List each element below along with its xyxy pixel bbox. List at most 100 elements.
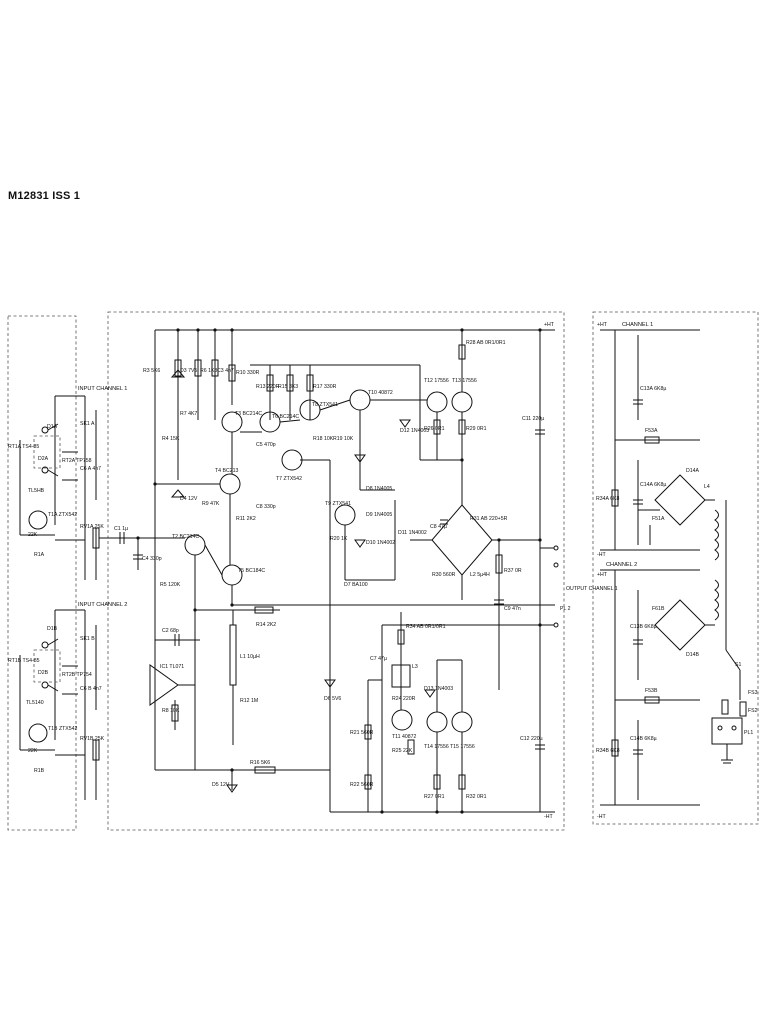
input-ch1-heading: INPUT CHANNEL 1	[78, 386, 127, 392]
label-d7: D7 BA100	[344, 582, 368, 588]
label-t10: T10 40872	[368, 390, 393, 396]
psu-rail-pos-1: +HT	[597, 322, 608, 328]
transistor-t11	[391, 709, 413, 731]
label-pl2: PL 2	[560, 606, 571, 612]
label-r6: R6 1K8	[200, 368, 217, 374]
transistor-t12	[426, 391, 448, 413]
input-ch1-capacitor: C6 A 4n7	[80, 466, 101, 472]
label-rt1b: RT1B TS4-85	[8, 658, 40, 664]
led-d1b	[41, 641, 49, 649]
label-s1: S1	[735, 662, 741, 668]
label-fs3: FS3	[748, 690, 758, 696]
transistor-t4	[219, 473, 241, 495]
label-t15: T15 17556	[450, 744, 475, 750]
label-f51a: F51A	[652, 516, 665, 522]
label-c14b: C14B 6K8µ	[630, 736, 657, 742]
label-r13: R13 220R	[256, 384, 280, 390]
label-d12: D12 1N4003	[400, 428, 429, 434]
label-r28ab: R28 AB 0R1/0R1	[466, 340, 506, 346]
label-c1: C1 1µ	[114, 526, 128, 532]
amplifier-wiring	[108, 329, 559, 813]
label-output-channel: OUTPUT CHANNEL 1	[566, 586, 618, 592]
label-t11: T11 40872	[392, 734, 417, 740]
label-r19: R19 10K	[333, 436, 354, 442]
label-r34ab: R34 AB 0R1/0R1	[406, 624, 446, 630]
label-f53b: F53B	[645, 688, 658, 694]
label-c12: C12 220µ	[520, 736, 543, 742]
label-t9: T9 ZTX541	[325, 501, 351, 507]
label-d3: D3 7V5	[180, 368, 197, 374]
label-d14b: D14B	[686, 652, 700, 658]
label-rt1a: RT1A TS4-85	[8, 444, 39, 450]
label-t2: T2 BC214C	[172, 534, 199, 540]
transformer-l4-primary	[714, 509, 719, 561]
label-c13a: C13A 6K8µ	[640, 386, 666, 392]
input-ch2-socket: SK1 B	[80, 636, 95, 642]
label-r17: R17 330R	[313, 384, 337, 390]
inductor-l1	[229, 624, 237, 686]
input-section	[19, 395, 140, 800]
label-c8-amp: C8 330p	[256, 504, 276, 510]
label-c8: C8 47µ	[430, 524, 447, 530]
label-d8: D8 1N4005	[366, 486, 392, 492]
label-t12: T12 17556	[424, 378, 449, 384]
bridge-d14a	[654, 474, 706, 526]
label-t8: T8 ZTX541	[312, 402, 338, 408]
transistor-t14	[426, 711, 448, 733]
psu-rail-neg-1: -HT	[597, 552, 606, 558]
label-t1a: T1A ZTX542	[48, 512, 77, 518]
label-c4: C4 330p	[142, 556, 162, 562]
label-l4: L4	[704, 484, 710, 490]
label-t1b: T1B ZTX542	[48, 726, 78, 732]
label-c14a: C14A 6K8µ	[640, 482, 666, 488]
label-r1b: R1B	[34, 768, 45, 774]
label-r24: R24 220R	[392, 696, 416, 702]
label-r34b: R34B 6K8	[596, 748, 620, 754]
label-r21: R21 560R	[350, 730, 374, 736]
label-d1a: D1A	[47, 424, 58, 430]
psu-ch1-heading: CHANNEL 1	[622, 322, 653, 328]
psu-section	[600, 329, 747, 806]
label-d13: D13 1N4003	[424, 686, 453, 692]
label-l2: L2 5µ4H	[470, 572, 490, 578]
label-22k-a: 22K	[28, 532, 38, 538]
label-r31ab: R31 AB 220+5R	[470, 516, 508, 522]
label-c9: C9 47n	[504, 606, 521, 612]
label-r9: R9 47K	[202, 501, 220, 507]
label-fs2: FS2	[748, 708, 758, 714]
mains-inlet-pl1	[711, 717, 743, 745]
document-title: M12831 ISS 1	[8, 190, 81, 202]
label-r12: R12 1M	[240, 698, 258, 704]
label-c3: C3 4n7	[217, 368, 234, 374]
input-ch2-volume: RV1B 25K	[80, 736, 105, 742]
label-r32: R32 0R1	[466, 794, 487, 800]
transistor-t7	[281, 449, 303, 471]
neg-rail-label: -HT	[544, 814, 553, 820]
input-ch1-volume: RV1A 25K	[80, 524, 104, 530]
label-t3: T3 BC214C	[235, 411, 262, 417]
label-rt2b: RT2B TP754	[62, 672, 92, 678]
inductor-l3	[391, 664, 411, 688]
input-board-boundary	[7, 315, 77, 831]
label-r26: R26 0R1	[424, 426, 445, 432]
transistor-t13	[451, 391, 473, 413]
label-r8: R8 10K	[162, 708, 180, 714]
label-r37: R37 0R	[504, 568, 522, 574]
label-t7: T7 ZTX542	[276, 476, 302, 482]
led-d2b	[41, 681, 49, 689]
input-ch2-heading: INPUT CHANNEL 2	[78, 602, 127, 608]
input-ch2-capacitor: C6 B 4n7	[80, 686, 102, 692]
label-t13: T13 17556	[452, 378, 477, 384]
label-d14a: D14A	[686, 468, 700, 474]
label-r30: R30 560R	[432, 572, 456, 578]
label-r16: R16 5K6	[250, 760, 270, 766]
label-22k-b: 22K	[28, 748, 38, 754]
label-c2: C2 68p	[162, 628, 179, 634]
label-t5: T5 BC184C	[238, 568, 265, 574]
label-ic1: IC1 TL071	[160, 664, 184, 670]
label-r5: R5 120K	[160, 582, 181, 588]
label-d10: D10 1N4002	[366, 540, 395, 546]
amplifier-board-boundary	[107, 311, 565, 831]
label-r1a: R1A	[34, 552, 45, 558]
label-d2a: D2A	[38, 456, 49, 462]
